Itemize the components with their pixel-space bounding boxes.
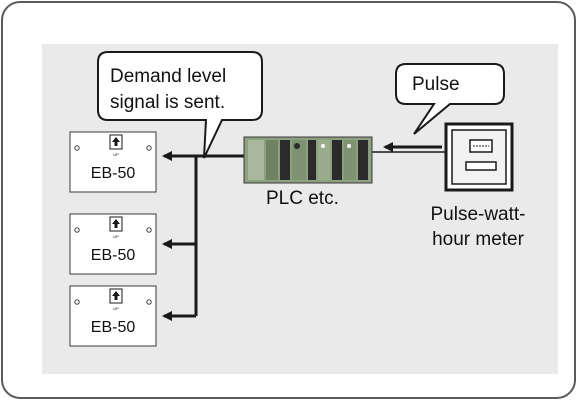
plc-unit: PLC etc. <box>243 136 373 209</box>
demand-callout: Demand level signal is sent. <box>97 51 263 159</box>
pulse-callout: Pulse <box>395 63 505 135</box>
eb-50-unit: UP EB-50 <box>69 285 157 347</box>
demand-callout-line2: signal is sent. <box>110 92 225 113</box>
up-mark: UP <box>113 152 119 157</box>
eb-50-unit: UP EB-50 <box>69 213 157 275</box>
signal-wiring <box>162 151 244 321</box>
eb-50-label: EB-50 <box>91 319 136 336</box>
watt-hour-meter: Pulse-watt- hour meter <box>430 122 526 250</box>
up-mark: UP <box>113 234 119 239</box>
eb-50-unit: UP EB-50 <box>69 131 157 193</box>
eb-50-label: EB-50 <box>91 247 136 264</box>
plc-label: PLC etc. <box>266 188 339 209</box>
meter-label-line2: hour meter <box>432 229 525 250</box>
pulse-callout-label: Pulse <box>412 74 460 95</box>
meter-label-line1: Pulse-watt- <box>430 204 525 225</box>
up-mark: UP <box>113 306 119 311</box>
eb-50-label: EB-50 <box>91 165 136 182</box>
demand-callout-line1: Demand level <box>110 66 226 87</box>
